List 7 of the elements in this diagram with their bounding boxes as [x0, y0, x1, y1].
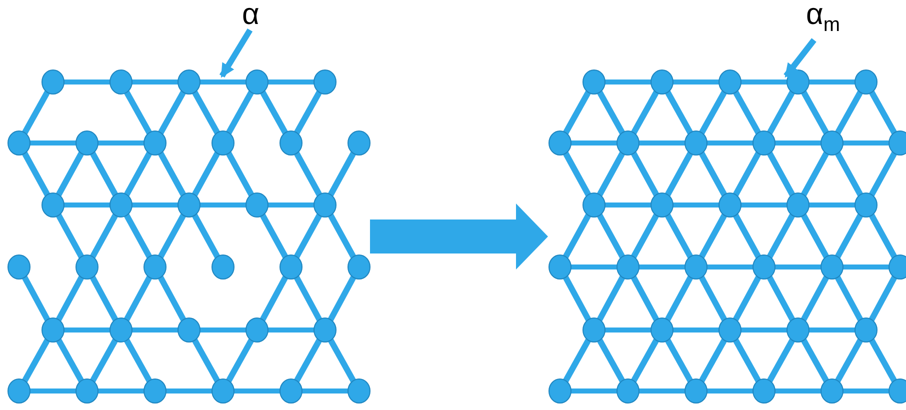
- symbol-label: α: [242, 0, 260, 30]
- arrow: [219, 28, 253, 78]
- lattice-drawing: [8, 70, 370, 404]
- block-arrow: [370, 204, 548, 270]
- symbol-label: α$_{m}$: [806, 0, 840, 40]
- arrow: [784, 38, 816, 78]
- lattice-drawing: [548, 70, 906, 404]
